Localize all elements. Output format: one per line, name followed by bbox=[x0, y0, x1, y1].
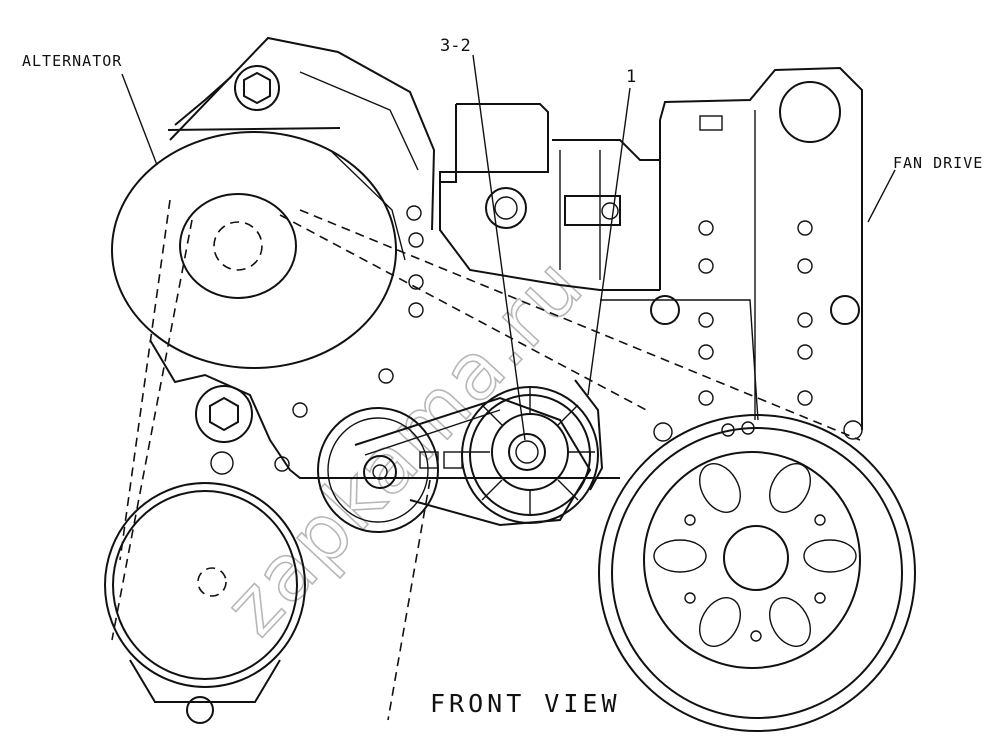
label-fan-drive: FAN DRIVE bbox=[893, 154, 983, 172]
centre-housing bbox=[439, 103, 661, 291]
drive-belt bbox=[111, 199, 861, 721]
alternator-bracket bbox=[149, 36, 620, 479]
lower-pulley bbox=[104, 482, 306, 724]
leader-item-3-2 bbox=[472, 54, 526, 441]
bolt-holes bbox=[274, 205, 863, 472]
belt-tensioner bbox=[354, 379, 604, 527]
fan-drive-bracket bbox=[600, 66, 863, 430]
leader-item-1 bbox=[587, 87, 631, 396]
leader-lines bbox=[121, 54, 896, 441]
label-item-3-2: 3-2 bbox=[440, 36, 471, 56]
label-item-1: 1 bbox=[626, 67, 636, 87]
leader-fan-drive bbox=[867, 169, 896, 223]
fan-drive-pulley bbox=[598, 414, 916, 732]
label-alternator: ALTERNATOR bbox=[22, 52, 122, 70]
alternator bbox=[111, 127, 406, 475]
idler-pulley bbox=[317, 407, 439, 533]
watermark-text: zapkama.ru bbox=[208, 241, 601, 653]
leader-alternator bbox=[121, 73, 158, 166]
label-front-view: FRONT VIEW bbox=[430, 689, 621, 718]
